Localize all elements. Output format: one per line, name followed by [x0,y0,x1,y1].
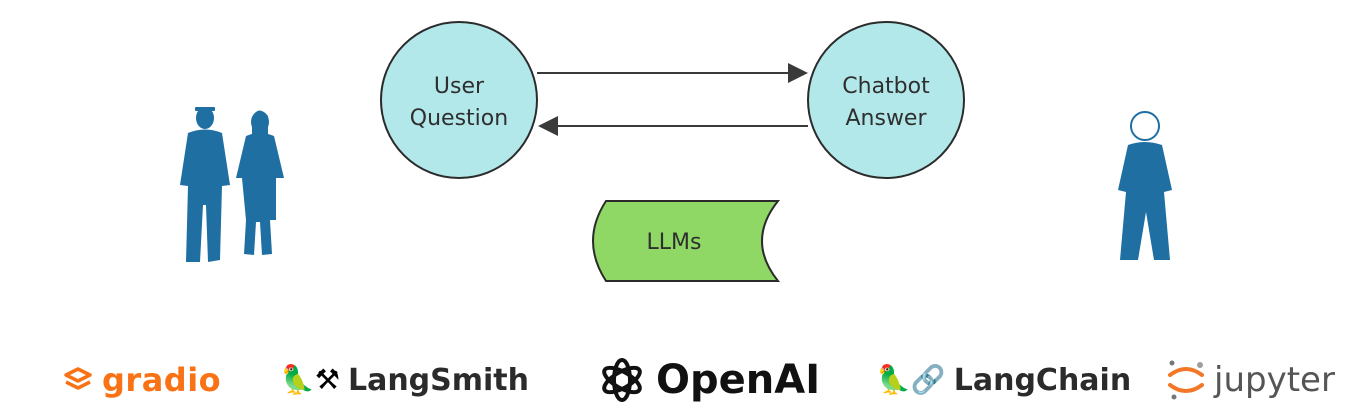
user-question-label-line2: Question [410,106,508,131]
openai-knot-icon [602,358,642,402]
parrot-tools-icon: 🦜⚒ [280,364,340,395]
chatbot-answer-label-line2: Answer [845,106,927,131]
parrot-chain-icon: 🦜🔗 [876,364,946,395]
llms-node [592,200,781,282]
people-icon [180,107,284,262]
openai-logo: OpenAI [596,340,820,420]
user-question-node [380,21,538,179]
gradio-logo-icon [64,367,92,390]
person-icon [1118,111,1172,260]
llms-label: LLMs [647,230,702,255]
openai-wordmark: OpenAI [656,357,821,403]
langchain-logo: 🦜🔗 LangChain [876,340,1131,420]
langchain-wordmark: LangChain [953,362,1132,398]
gradio-wordmark: gradio [102,361,222,399]
chatbot-answer-node [807,21,965,179]
langsmith-wordmark: LangSmith [347,362,530,398]
jupyter-orbit-icon [1168,360,1204,400]
jupyter-wordmark: jupyter [1214,360,1335,400]
langsmith-logo: 🦜⚒ LangSmith [280,340,529,420]
user-question-label-line1: User [434,74,485,99]
jupyter-logo: jupyter [1166,340,1335,420]
chatbot-answer-label-line1: Chatbot [842,74,930,99]
gradio-logo: gradio [62,340,221,420]
